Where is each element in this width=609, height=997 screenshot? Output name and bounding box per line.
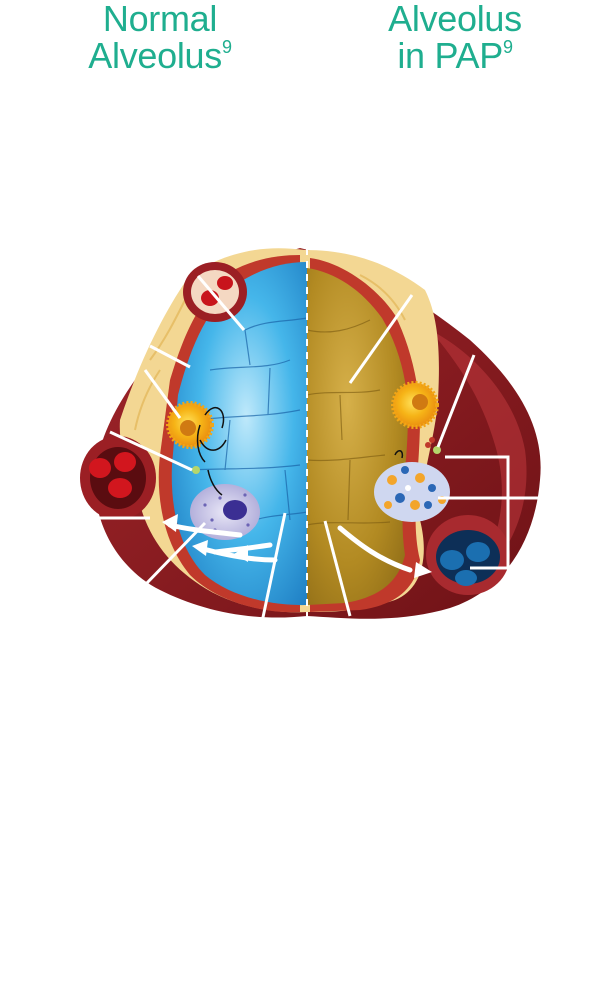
leader-lines: [88, 275, 545, 623]
macrophage-icon: [190, 484, 260, 540]
surfactant-cycle-arrows: [196, 407, 227, 496]
pap-title-footnote: 9: [502, 37, 513, 57]
red-blood-cell-icon: [89, 458, 111, 478]
flow-arrowheads: [162, 514, 432, 578]
type-ii-cell-icon: [166, 401, 214, 449]
surfactant-particle: [433, 446, 441, 454]
gm-csf-particle: [425, 442, 431, 448]
gm-csf-particle: [429, 437, 435, 443]
blue-blood-cell-icon: [466, 542, 490, 562]
normal-title-footnote: 9: [221, 37, 232, 57]
blue-blood-cell-icon: [440, 550, 464, 570]
red-blood-cell-icon: [217, 276, 233, 290]
pap-alveolus-title: Alveolus in PAP9: [335, 0, 575, 74]
pap-title-line2: in PAP9: [335, 37, 575, 74]
normal-title-line2-text: Alveolus: [88, 35, 222, 76]
red-blood-cell-icon: [114, 452, 136, 472]
right-capillary: [426, 515, 510, 595]
pap-title-line1: Alveolus: [388, 0, 522, 39]
normal-title-line1: Normal: [102, 0, 218, 39]
red-blood-cell-icon: [108, 478, 132, 498]
left-capillary: [80, 436, 156, 520]
foamy-macrophage-icon: [374, 462, 450, 522]
normal-alveolus-title: Normal Alveolus9: [40, 0, 280, 74]
normal-title-line2: Alveolus9: [40, 37, 280, 74]
pap-title-line2-text: in PAP: [397, 35, 503, 76]
surfactant-particle: [192, 466, 200, 474]
pap-alveolar-lumen: [307, 268, 408, 605]
pap-arrow: [394, 450, 404, 459]
top-capillary: [183, 262, 247, 322]
pap-lumen-cell-borders: [307, 319, 391, 526]
type-ii-cell-icon: [391, 381, 439, 429]
blue-blood-cell-icon: [455, 570, 477, 586]
